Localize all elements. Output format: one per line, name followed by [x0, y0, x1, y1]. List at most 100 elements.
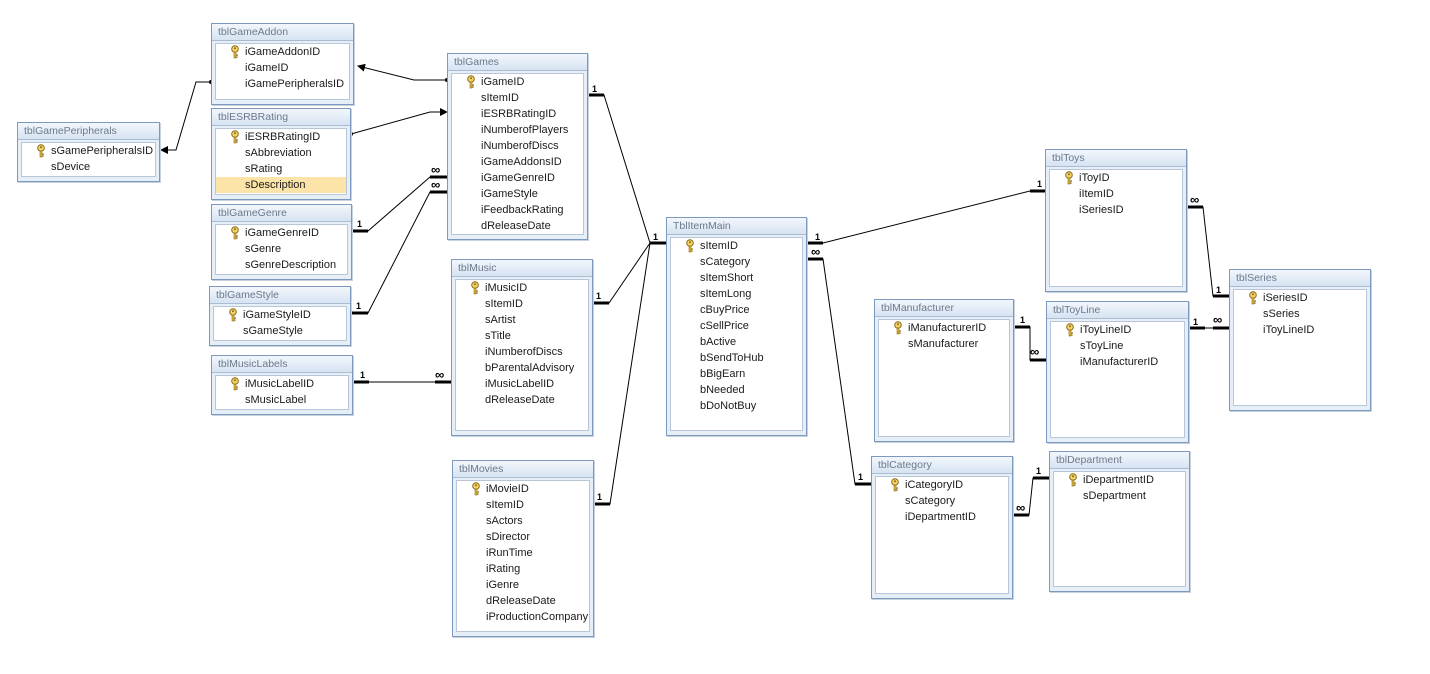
field-row[interactable]: sCategory — [671, 254, 802, 270]
field-row[interactable]: cBuyPrice — [671, 302, 802, 318]
table-title[interactable]: TblItemMain — [667, 218, 806, 235]
field-row[interactable]: sGenreDescription — [216, 257, 347, 273]
table-title[interactable]: tblManufacturer — [875, 300, 1013, 317]
field-row[interactable]: iSeriesID — [1050, 202, 1182, 218]
primary-key-field[interactable]: iManufacturerID — [879, 320, 1009, 336]
field-row[interactable]: dReleaseDate — [457, 593, 589, 609]
field-row[interactable]: sItemLong — [671, 286, 802, 302]
field-row[interactable]: sDevice — [22, 159, 155, 175]
primary-key-field[interactable]: iMusicID — [456, 280, 588, 296]
field-row[interactable]: iToyLineID — [1234, 322, 1366, 338]
field-row[interactable]: sItemID — [452, 90, 583, 106]
field-row[interactable]: dReleaseDate — [452, 218, 583, 234]
primary-key-field[interactable]: iGameGenreID — [216, 225, 347, 241]
table-title[interactable]: tblToys — [1046, 150, 1186, 167]
primary-key-field[interactable]: iGameAddonID — [216, 44, 349, 60]
field-row[interactable]: sDescription — [216, 177, 346, 193]
table-title[interactable]: tblGameGenre — [212, 205, 351, 222]
primary-key-field[interactable]: iToyID — [1050, 170, 1182, 186]
primary-key-field[interactable]: iCategoryID — [876, 477, 1008, 493]
field-row[interactable]: iGenre — [457, 577, 589, 593]
table-title[interactable]: tblToyLine — [1047, 302, 1188, 319]
field-row[interactable]: iRunTime — [457, 545, 589, 561]
primary-key-field[interactable]: iDepartmentID — [1054, 472, 1185, 488]
field-row[interactable]: sTitle — [456, 328, 588, 344]
field-row[interactable]: iGameGenreID — [452, 170, 583, 186]
field-row[interactable]: cSellPrice — [671, 318, 802, 334]
field-row[interactable]: bNeeded — [671, 382, 802, 398]
field-row[interactable]: iGameAddonsID — [452, 154, 583, 170]
field-row[interactable]: iProductionCompany — [457, 609, 589, 625]
field-row[interactable]: sDepartment — [1054, 488, 1185, 504]
field-row[interactable]: iGameStyle — [452, 186, 583, 202]
field-row[interactable]: sItemID — [457, 497, 589, 513]
table-title[interactable]: tblMovies — [453, 461, 593, 478]
field-row[interactable]: sArtist — [456, 312, 588, 328]
table-title[interactable]: tblSeries — [1230, 270, 1370, 287]
primary-key-field[interactable]: iToyLineID — [1051, 322, 1184, 338]
field-row[interactable]: iGamePeripheralsID — [216, 76, 349, 92]
primary-key-field[interactable]: iSeriesID — [1234, 290, 1366, 306]
field-row[interactable]: bParentalAdvisory — [456, 360, 588, 376]
field-row[interactable]: dReleaseDate — [456, 392, 588, 408]
primary-key-field[interactable]: iMovieID — [457, 481, 589, 497]
field-row[interactable]: sDirector — [457, 529, 589, 545]
field-row[interactable]: bSendToHub — [671, 350, 802, 366]
field-row[interactable]: iDepartmentID — [876, 509, 1008, 525]
field-row[interactable]: iESRBRatingID — [452, 106, 583, 122]
table-title[interactable]: tblMusicLabels — [212, 356, 352, 373]
field-row[interactable]: sItemShort — [671, 270, 802, 286]
field-row[interactable]: iGameID — [216, 60, 349, 76]
table-title[interactable]: tblMusic — [452, 260, 592, 277]
table-title[interactable]: tblDepartment — [1050, 452, 1189, 469]
field-row[interactable]: iItemID — [1050, 186, 1182, 202]
field-row[interactable]: iNumberofDiscs — [456, 344, 588, 360]
field-row[interactable]: iFeedbackRating — [452, 202, 583, 218]
field-row[interactable]: sGameStyle — [214, 323, 346, 339]
field-row[interactable]: iManufacturerID — [1051, 354, 1184, 370]
primary-key-field[interactable]: iMusicLabelID — [216, 376, 348, 392]
table-title[interactable]: tblESRBRating — [212, 109, 350, 126]
primary-key-field[interactable]: sItemID — [671, 238, 802, 254]
table-title[interactable]: tblGameAddon — [212, 24, 353, 41]
field-row[interactable]: iRating — [457, 561, 589, 577]
primary-key-field[interactable]: iGameID — [452, 74, 583, 90]
table-title[interactable]: tblGames — [448, 54, 587, 71]
field-row[interactable]: sAbbreviation — [216, 145, 346, 161]
field-row[interactable]: iNumberofDiscs — [452, 138, 583, 154]
table-title[interactable]: tblGamePeripherals — [18, 123, 159, 140]
primary-key-field[interactable]: iESRBRatingID — [216, 129, 346, 145]
field-row[interactable]: bBigEarn — [671, 366, 802, 382]
field-row[interactable]: sRating — [216, 161, 346, 177]
field-row[interactable]: iNumberofPlayers — [452, 122, 583, 138]
field-row[interactable]: sMusicLabel — [216, 392, 348, 408]
field-row[interactable]: sCategory — [876, 493, 1008, 509]
table-title[interactable]: tblGameStyle — [210, 287, 350, 304]
field-row[interactable]: sGenre — [216, 241, 347, 257]
field-row[interactable]: sManufacturer — [879, 336, 1009, 352]
table-title[interactable]: tblCategory — [872, 457, 1012, 474]
primary-key-field[interactable]: iGameStyleID — [214, 307, 346, 323]
primary-key-field[interactable]: sGamePeripheralsID — [22, 143, 155, 159]
field-row[interactable]: bActive — [671, 334, 802, 350]
field-row[interactable]: sItemID — [456, 296, 588, 312]
field-row[interactable]: bDoNotBuy — [671, 398, 802, 414]
field-row[interactable]: sSeries — [1234, 306, 1366, 322]
field-row[interactable]: sToyLine — [1051, 338, 1184, 354]
